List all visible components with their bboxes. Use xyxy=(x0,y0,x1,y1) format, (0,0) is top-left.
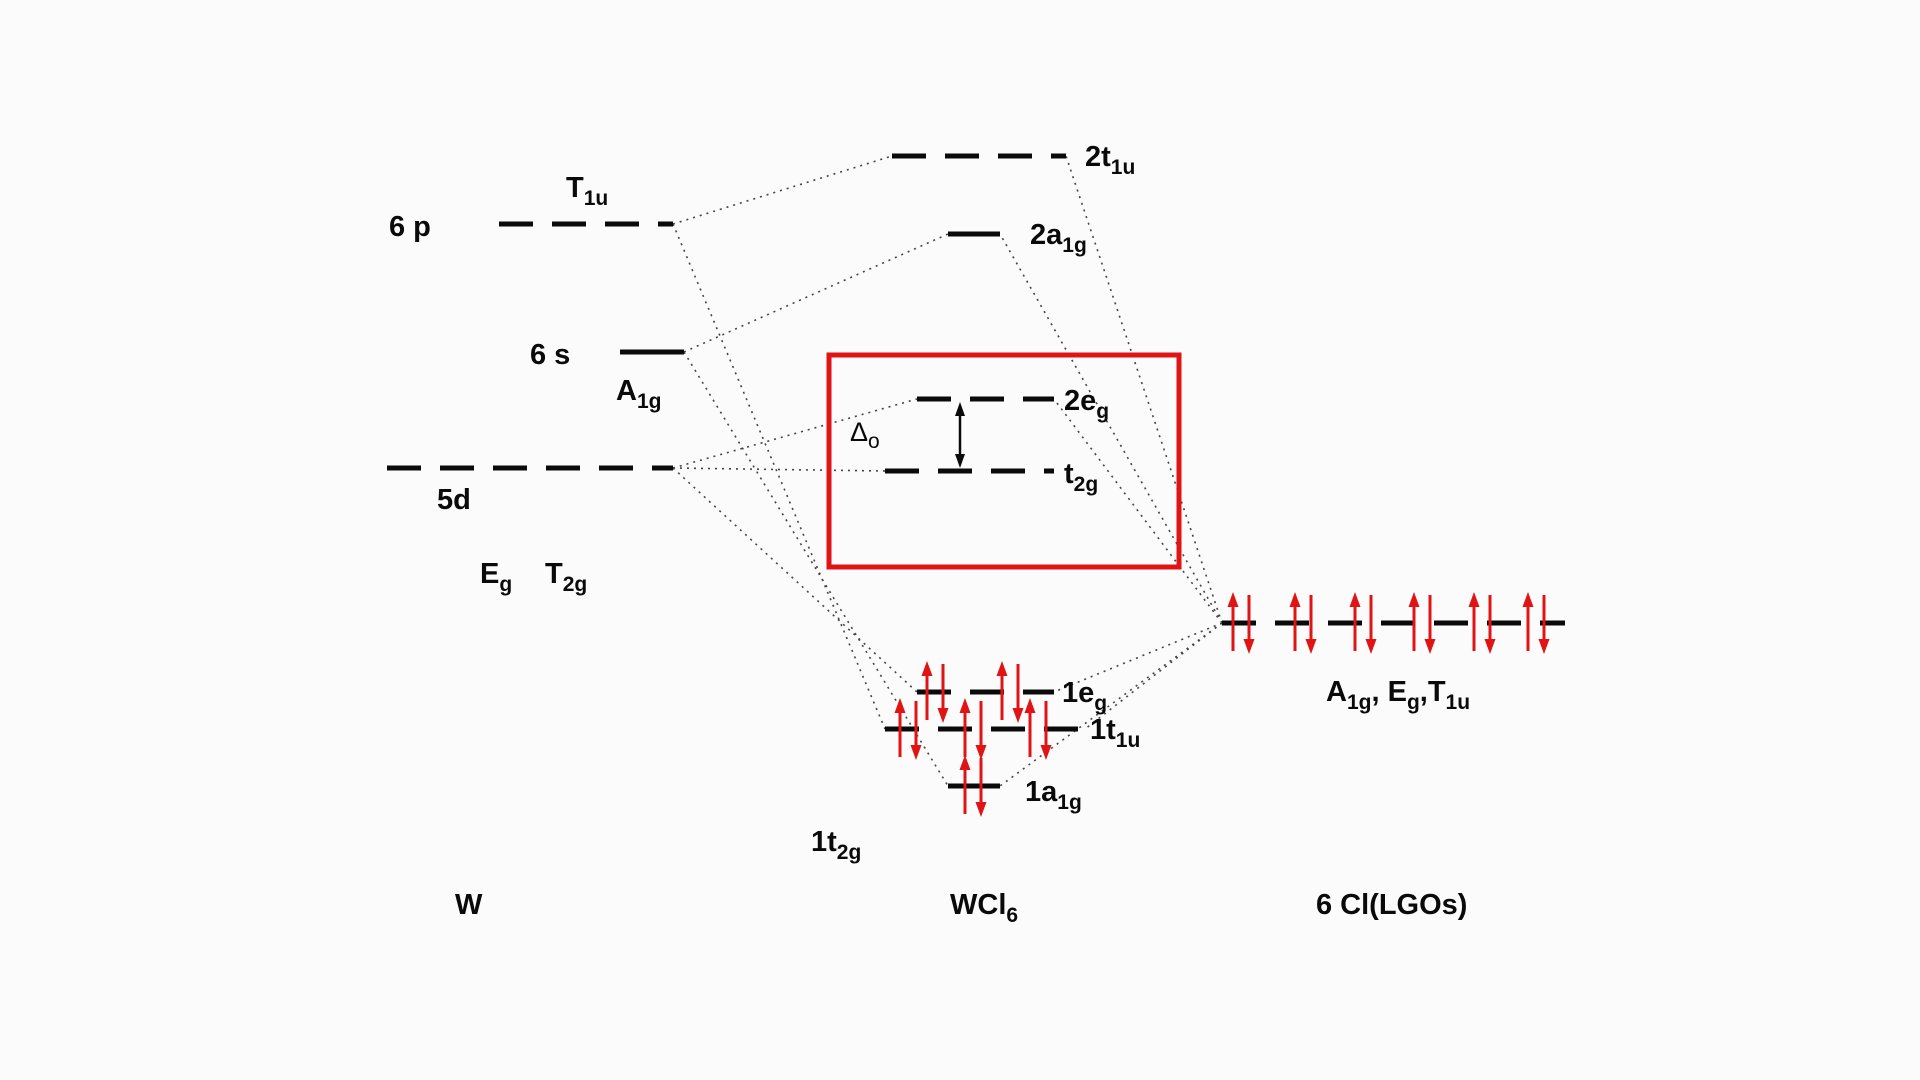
connector-5d-1eg xyxy=(672,467,918,693)
electron-pair-1t1u-2 xyxy=(958,696,988,762)
delta-o-arrowhead-down xyxy=(955,454,965,468)
electron-pair-lgo-5 xyxy=(1467,590,1497,656)
connector-lgo-2t1u xyxy=(1065,155,1223,624)
levels-group xyxy=(387,153,1565,789)
connectors-group xyxy=(672,155,1223,787)
electron-pair-lgo-3 xyxy=(1348,590,1378,656)
connector-5d-2eg xyxy=(672,398,918,469)
footer-w: W xyxy=(455,889,483,921)
connector-6s-2a1g xyxy=(683,233,949,353)
connector-lgo-1a1g xyxy=(999,622,1223,787)
electron-pair-1t1u-3 xyxy=(1023,696,1053,762)
label-1t2g: 1t2g xyxy=(811,826,861,864)
footer-lgo: 6 Cl(LGOs) xyxy=(1316,889,1467,921)
label-delta-o: Δo xyxy=(850,417,880,453)
label-2a1g: 2a1g xyxy=(1030,219,1087,257)
connector-lgo-2eg xyxy=(1053,398,1223,624)
delta-o-arrowhead-up xyxy=(955,402,965,416)
label-6s: 6 s xyxy=(530,339,570,371)
connector-5d-t2g xyxy=(672,467,886,472)
connector-6p-1t1u xyxy=(672,223,886,730)
label-lgo-symbols: A1g, Eg,T1u xyxy=(1326,676,1470,714)
footer-wcl6: WCl6 xyxy=(950,889,1018,927)
label-t1u-symbol: T1u xyxy=(566,172,608,210)
label-2t1u: 2t1u xyxy=(1085,141,1135,179)
delta-o-arrow xyxy=(955,402,965,468)
label-1eg: 1eg xyxy=(1062,677,1107,715)
electron-pair-lgo-4 xyxy=(1407,590,1437,656)
highlight-box xyxy=(826,352,1182,570)
label-6p: 6 p xyxy=(389,211,431,243)
label-t2g: t2g xyxy=(1064,458,1098,496)
label-2eg: 2eg xyxy=(1064,385,1109,423)
label-5d: 5d xyxy=(437,484,471,516)
electron-pair-1eg-2 xyxy=(995,659,1025,725)
connector-6s-1a1g xyxy=(683,351,949,787)
electron-pair-lgo-6 xyxy=(1521,590,1551,656)
label-a1g-symbol: A1g xyxy=(616,375,661,413)
label-1t1u: 1t1u xyxy=(1090,714,1140,752)
label-1a1g: 1a1g xyxy=(1025,776,1082,814)
connector-6p-2t1u xyxy=(672,155,893,225)
